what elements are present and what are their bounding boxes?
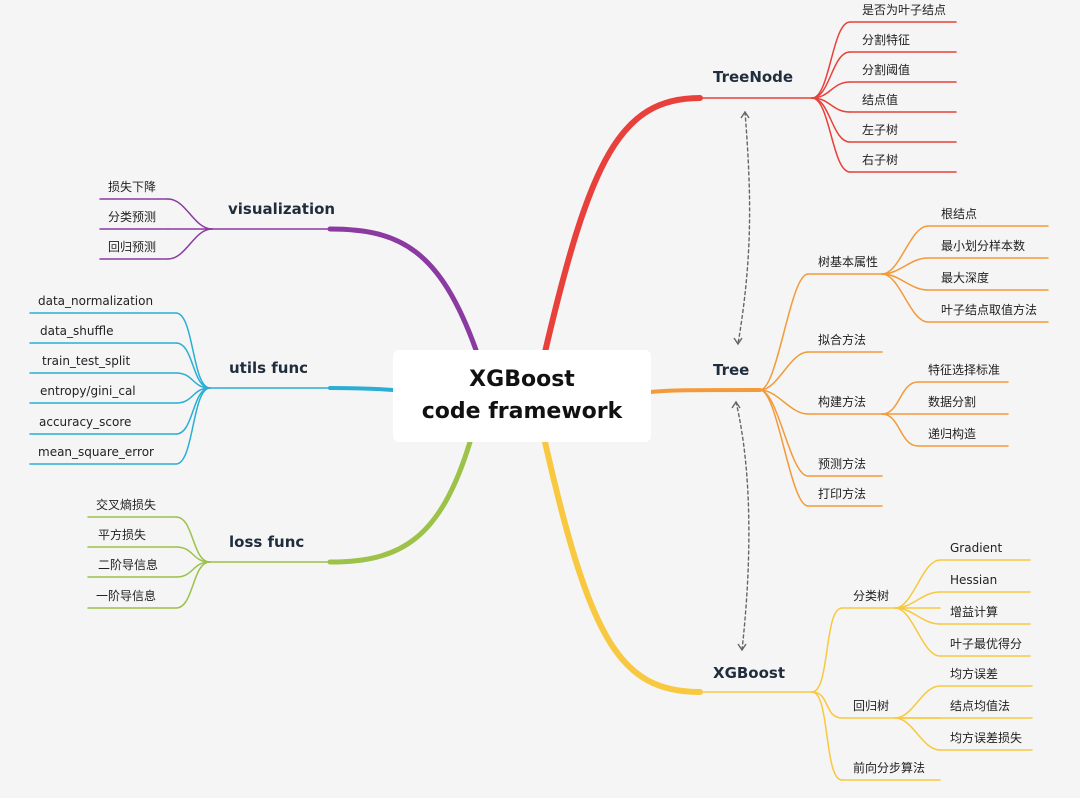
xgb-cls-item[interactable]: 增益计算	[950, 605, 999, 619]
tree-build-item[interactable]: 递归构造	[928, 427, 977, 441]
loss-main-curve	[327, 439, 473, 565]
loss-item[interactable]: 交叉熵损失	[96, 498, 157, 512]
utils-item[interactable]: mean_square_error	[38, 445, 154, 459]
visualization-leaf-curve	[167, 198, 213, 230]
xgb-cls-item[interactable]: Hessian	[950, 573, 998, 587]
visualization-main-curve	[327, 226, 479, 353]
tree-sub-curve	[759, 273, 809, 391]
tree-basic-item[interactable]: 最小划分样本数	[941, 239, 1026, 253]
utils-leaf-curve	[175, 312, 211, 389]
tree-basic-item[interactable]: 叶子结点取值方法	[941, 303, 1038, 317]
tree-basic-curve	[881, 225, 929, 275]
xgb-reg-curve	[894, 717, 941, 751]
dashed-link-tree-xgboost	[735, 401, 750, 651]
xgb-cls-curve	[894, 591, 941, 609]
tree-build-curve	[881, 413, 919, 447]
tree-sub-curve	[759, 389, 809, 507]
loss-item[interactable]: 二阶导信息	[98, 558, 159, 572]
visualization-item[interactable]: 损失下降	[108, 180, 157, 194]
treenode-leaf-curve	[811, 51, 851, 99]
branch-loss[interactable]: loss func	[229, 533, 305, 551]
xgb-cls-item[interactable]: 叶子最优得分	[950, 637, 1023, 651]
visualization-leaf-curve	[167, 228, 213, 260]
xgb-reg-item[interactable]: 均方误差损失	[950, 731, 1023, 745]
tree-build-item[interactable]: 数据分割	[928, 395, 977, 409]
loss-leaf-curve	[175, 561, 211, 609]
tree-basic-curve	[881, 257, 929, 275]
utils-leaf-curve	[175, 342, 211, 389]
xgb-forward-stagewise[interactable]: 前向分步算法	[853, 761, 926, 775]
treenode-main-curve	[542, 95, 703, 355]
loss-item[interactable]: 平方损失	[98, 528, 147, 542]
utils-item[interactable]: data_shuffle	[40, 324, 114, 338]
xgb-sub-curve	[811, 691, 843, 781]
utils-leaf-curve	[175, 387, 211, 465]
xgb-reg-curve	[894, 685, 941, 719]
xgb-reg-item[interactable]: 结点均值法	[950, 699, 1011, 713]
treenode-item[interactable]: 右子树	[862, 153, 899, 167]
tree-sub-curve	[759, 351, 809, 391]
utils-item[interactable]: data_normalization	[38, 294, 154, 308]
visualization-item[interactable]: 分类预测	[108, 210, 157, 224]
loss-item[interactable]: 一阶导信息	[96, 589, 157, 603]
xgb-sub-curve	[811, 691, 843, 719]
treenode-item[interactable]: 分割特征	[862, 33, 911, 47]
tree-predict-method[interactable]: 预测方法	[818, 457, 867, 471]
utils-main-curve	[328, 386, 395, 392]
visualization-item[interactable]: 回归预测	[108, 240, 157, 254]
treenode-item[interactable]: 分割阈值	[862, 63, 911, 77]
branch-tree[interactable]: Tree	[713, 361, 750, 379]
tree-fit-method[interactable]: 拟合方法	[818, 333, 867, 347]
arrowhead-to-tree	[733, 337, 743, 346]
arrowhead-from-tree	[731, 400, 741, 409]
treenode-item[interactable]: 左子树	[862, 123, 899, 137]
branch-utils[interactable]: utils func	[229, 359, 309, 377]
tree-basic-item[interactable]: 根结点	[941, 207, 978, 221]
central-node[interactable]: XGBoost code framework	[393, 350, 651, 442]
tree-main-curve	[649, 388, 762, 394]
central-title-line1: XGBoost	[469, 367, 575, 392]
xgb-cls-item[interactable]: Gradient	[950, 541, 1003, 555]
xgb-sub-curve	[811, 607, 843, 693]
central-title-line2: code framework	[421, 399, 623, 424]
treenode-leaf-curve	[811, 21, 851, 99]
xgb-classification-tree[interactable]: 分类树	[853, 589, 890, 603]
xgb-reg-item[interactable]: 均方误差	[950, 667, 999, 681]
xgb-cls-curve	[894, 559, 941, 609]
xgb-cls-curve	[894, 607, 941, 657]
branch-treenode[interactable]: TreeNode	[713, 68, 794, 86]
tree-print-method[interactable]: 打印方法	[818, 487, 867, 501]
tree-basic-attrs[interactable]: 树基本属性	[818, 255, 879, 269]
tree-build-method[interactable]: 构建方法	[818, 395, 867, 409]
branch-visualization[interactable]: visualization	[228, 200, 336, 218]
branch-xgboost[interactable]: XGBoost	[713, 664, 786, 682]
tree-sub-curve	[759, 389, 809, 415]
treenode-leaf-curve	[811, 97, 851, 173]
tree-basic-item[interactable]: 最大深度	[941, 271, 990, 285]
loss-leaf-curve	[175, 516, 211, 563]
dashed-link-treenode-tree	[737, 111, 751, 345]
arrowhead-to-xgboost	[737, 643, 747, 652]
utils-item[interactable]: accuracy_score	[39, 415, 132, 429]
xgb-regression-tree[interactable]: 回归树	[853, 699, 890, 713]
utils-item[interactable]: train_test_split	[42, 354, 131, 368]
treenode-item[interactable]: 是否为叶子结点	[862, 3, 947, 17]
arrowhead-to-treenode	[740, 110, 750, 119]
xgboost-main-curve	[542, 439, 703, 695]
tree-basic-curve	[881, 273, 929, 323]
treenode-item[interactable]: 结点值	[862, 93, 899, 107]
utils-item[interactable]: entropy/gini_cal	[40, 384, 136, 398]
tree-build-item[interactable]: 特征选择标准	[928, 363, 1001, 377]
tree-build-curve	[881, 381, 919, 415]
